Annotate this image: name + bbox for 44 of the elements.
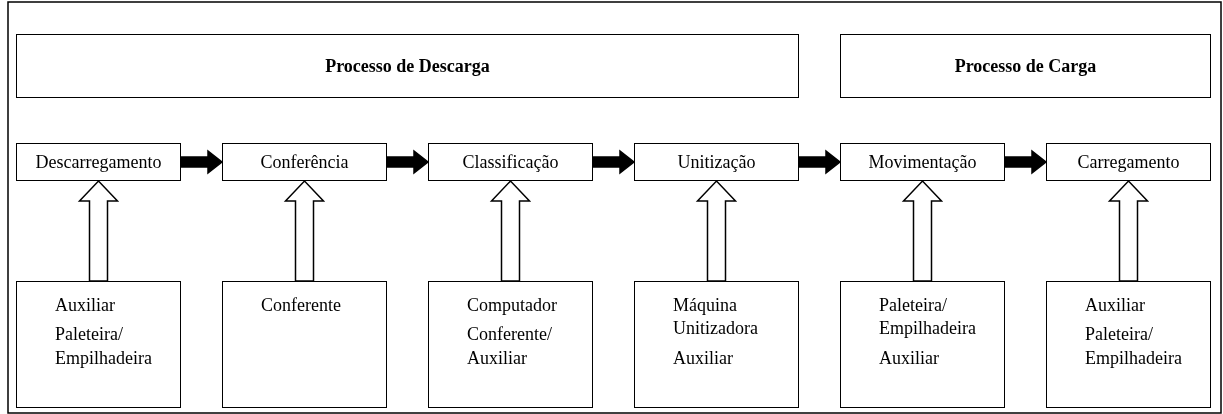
resource-label: Conferente/ Auxiliar	[467, 323, 553, 370]
step-label: Carregamento	[1077, 150, 1180, 174]
step-label: Descarregamento	[35, 150, 162, 174]
group-title: Processo de Descarga	[325, 54, 490, 78]
resource-label: Máquina Unitizadora	[673, 294, 759, 341]
step-label: Unitização	[677, 150, 756, 174]
resource-box	[634, 281, 799, 408]
step-label: Classificação	[462, 150, 559, 174]
resource-box	[1046, 281, 1211, 408]
resource-box	[16, 281, 181, 408]
block-arrow	[798, 149, 842, 175]
block-arrow	[592, 149, 636, 175]
hollow-arrow	[283, 179, 326, 282]
hollow-arrow	[1107, 179, 1150, 282]
resource-box	[428, 281, 593, 408]
resource-label: Auxiliar	[55, 294, 116, 317]
block-arrow	[386, 149, 430, 175]
hollow-arrow	[489, 179, 532, 282]
process-group-box	[840, 34, 1211, 98]
resource-label: Auxiliar	[1085, 294, 1146, 317]
process-step-box	[634, 143, 799, 181]
resource-label: Auxiliar	[879, 346, 940, 370]
resource-box	[840, 281, 1005, 408]
block-arrow	[1004, 149, 1048, 175]
process-group-box	[16, 34, 799, 98]
process-step-box	[428, 143, 593, 181]
resource-label: Auxiliar	[673, 346, 734, 370]
process-step-box	[222, 143, 387, 181]
group-title: Processo de Carga	[954, 54, 1097, 78]
resource-label: Paleteira/ Empilhadeira	[55, 323, 153, 370]
resource-box	[222, 281, 387, 408]
process-step-box	[1046, 143, 1211, 181]
hollow-arrow	[77, 179, 120, 282]
step-label: Conferência	[260, 150, 349, 174]
block-arrow	[180, 149, 224, 175]
resource-label: Paleteira/ Empilhadeira	[1085, 323, 1183, 370]
hollow-arrow	[901, 179, 944, 282]
resource-label: Conferente	[261, 294, 342, 317]
hollow-arrow	[695, 179, 738, 282]
process-step-box	[840, 143, 1005, 181]
resource-label: Computador	[467, 294, 558, 317]
process-step-box	[16, 143, 181, 181]
resource-label: Paleteira/ Empilhadeira	[879, 294, 977, 341]
step-label: Movimentação	[868, 150, 977, 174]
